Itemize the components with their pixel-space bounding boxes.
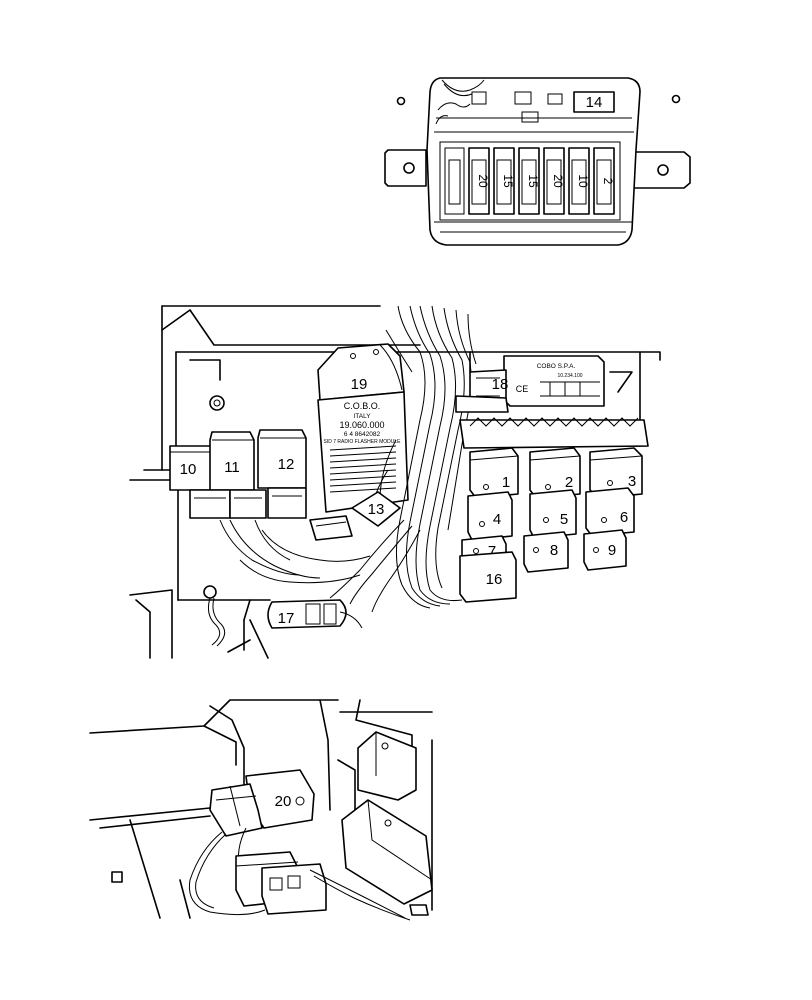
- fuse-box-view: 14 20 15 15: [384, 77, 691, 246]
- callout-4: 4: [493, 511, 501, 528]
- mounting-tab-left: [384, 149, 427, 187]
- relay-6: 6: [585, 487, 635, 537]
- fuse-4: 20: [543, 147, 565, 215]
- callout-2: 2: [565, 474, 573, 491]
- relay-14: [573, 91, 615, 113]
- callout-14: 14: [586, 94, 603, 111]
- module-19-brand: C.O.B.O.: [344, 401, 381, 411]
- relay-5: 5: [529, 489, 577, 539]
- relay-13: 13: [351, 491, 401, 527]
- fuse-2: 15: [493, 147, 515, 215]
- callout-19: 19: [351, 376, 368, 393]
- module-19-title: SID 7 RADIO FLASHER MODULE: [324, 439, 402, 445]
- relay-11: 11: [209, 431, 255, 491]
- flasher-module-18: COBO S.P.A. CE 10.234.100 18: [455, 355, 605, 413]
- fuse-4-rating: 20: [551, 174, 565, 188]
- module-18-mark: CE: [516, 384, 529, 394]
- callout-17: 17: [278, 610, 295, 627]
- relay-2: 2: [529, 447, 581, 499]
- callout-1: 1: [502, 474, 510, 491]
- relay-16: 16: [459, 551, 517, 603]
- module-19-part-no: 19.060.000: [339, 420, 384, 430]
- fuse-slot-empty: [444, 147, 465, 215]
- relay-3: 3: [589, 447, 643, 499]
- callout-18: 18: [492, 376, 509, 393]
- relay-8: 8: [523, 531, 569, 573]
- small-square-marker: [111, 871, 123, 883]
- relay-10: 10: [169, 445, 215, 491]
- relay-9: 9: [583, 529, 627, 571]
- fuse-3: 15: [518, 147, 540, 215]
- fuse-3-rating: 15: [526, 174, 540, 188]
- callout-5: 5: [560, 511, 568, 528]
- fuse-1-rating: 20: [476, 174, 490, 188]
- relay-12: 12: [257, 429, 307, 489]
- fuse-2-rating: 15: [501, 174, 515, 188]
- relay-1: 1: [469, 447, 519, 499]
- connector-17: 17: [267, 599, 363, 629]
- fuse-row: 20 15 15 20 10: [444, 147, 615, 215]
- flasher-module-19: 19 C.O.B.O. ITALY 19.060.000 6 4 8642082…: [317, 343, 409, 513]
- callout-6: 6: [620, 509, 628, 526]
- fuse-1: 20: [468, 147, 490, 215]
- module-19-country: ITALY: [353, 413, 371, 420]
- callout-20: 20: [275, 793, 292, 810]
- callout-3: 3: [628, 473, 636, 490]
- callout-12: 12: [278, 456, 295, 473]
- module-18-part-no: 10.234.100: [557, 373, 582, 379]
- fuse-5-rating: 10: [576, 174, 590, 188]
- mount-hole-left: [396, 96, 406, 106]
- callout-8: 8: [550, 542, 558, 559]
- relay-20: 20: [209, 769, 315, 837]
- fuse-6: 2: [593, 147, 615, 215]
- callout-16: 16: [486, 571, 503, 588]
- module-18-brand: COBO S.P.A.: [537, 363, 576, 370]
- callout-7: 7: [488, 543, 496, 560]
- callout-9: 9: [608, 542, 616, 559]
- callout-10: 10: [180, 461, 197, 478]
- relay-20-view: 20: [89, 699, 433, 921]
- mount-hole-right: [671, 94, 681, 104]
- relay-4: 4: [467, 491, 513, 541]
- module-19-line: 6 4 8642082: [344, 431, 381, 438]
- fuse-6-rating: 2: [601, 178, 615, 185]
- relay-panel-view: 10 11 12 19 C.O.B.O. ITALY: [129, 305, 661, 659]
- callout-13: 13: [368, 501, 385, 518]
- mounting-tab-right: [631, 151, 691, 189]
- fuse-5: 10: [568, 147, 590, 215]
- callout-11: 11: [224, 459, 240, 476]
